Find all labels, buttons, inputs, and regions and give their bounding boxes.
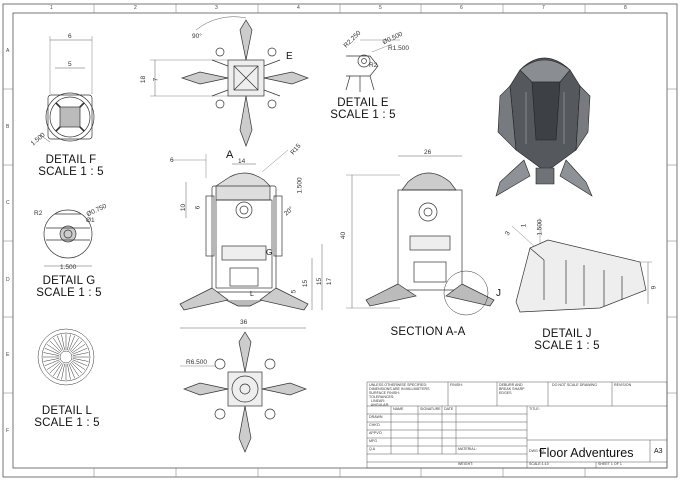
dim-g-1500: 1.500 — [60, 264, 77, 271]
dim-bottom-r6500: R6.500 — [186, 359, 207, 366]
detail-l-name: DETAIL L — [41, 405, 93, 417]
zone-col-4-top: 4 — [297, 5, 300, 11]
dim-j-1500: 1.500 — [536, 219, 544, 236]
zone-row-b: B — [6, 124, 10, 130]
dim-front-15: 15 — [316, 277, 324, 286]
tb-do-not-scale: DO NOT SCALE DRAWING — [552, 383, 597, 387]
dim-f-5: 5 — [68, 61, 72, 68]
zone-row-f: F — [6, 428, 10, 434]
detail-g-label: DETAIL G SCALE 1 : 5 — [24, 275, 114, 299]
tb-col-date: DATE — [444, 407, 454, 411]
dim-f-6: 6 — [68, 33, 72, 40]
tb-finish: FINISH: — [450, 383, 463, 387]
dim-front-14: 14 — [238, 158, 246, 165]
dim-e-r2: R2 — [369, 62, 378, 69]
dim-front-6: 6 — [170, 157, 174, 164]
detail-e-name: DETAIL E — [337, 97, 389, 109]
section-aa-name: SECTION A-A — [390, 326, 466, 338]
detail-f-name: DETAIL F — [45, 154, 97, 166]
dim-top-18: 18 — [140, 75, 148, 84]
tb-row-chkd: CHK'D — [369, 423, 380, 427]
zone-row-a: A — [6, 48, 10, 54]
dim-top-7: 7 — [152, 77, 160, 82]
detail-j-name: DETAIL J — [542, 328, 592, 340]
zone-row-e: E — [6, 352, 10, 358]
dim-sec-26: 26 — [424, 149, 432, 156]
detail-f-label: DETAIL F SCALE 1 : 5 — [26, 154, 116, 178]
detail-l-scale: SCALE 1 : 5 — [34, 417, 100, 430]
dim-front-36: 36 — [240, 319, 248, 326]
title-block — [366, 381, 668, 469]
dim-front-6b: 6 — [194, 205, 202, 210]
zone-col-5-top: 5 — [379, 5, 382, 11]
tb-deburr: DEBURR AND BREAK SHARP EDGES — [499, 383, 525, 395]
callout-l: L — [250, 291, 254, 298]
isometric-view — [495, 57, 593, 197]
dim-front-5: 5 — [290, 289, 298, 294]
dim-j-9: 9 — [650, 285, 658, 290]
zone-col-1-top: 1 — [50, 5, 53, 11]
dim-j-1: 1 — [520, 223, 528, 228]
tb-row-appvd: APPV'D — [369, 431, 382, 435]
tb-scale: SCALE:1:10 — [529, 462, 549, 466]
sheet-size: A3 — [654, 448, 663, 455]
tb-sheet: SHEET 1 OF 1 — [598, 462, 622, 466]
zone-col-7-top: 7 — [542, 5, 545, 11]
tb-notes: UNLESS OTHERWISE SPECIFIED: DIMENSIONS A… — [369, 383, 430, 407]
tb-revision: REVISION — [614, 383, 632, 387]
tb-row-drawn: DRAWN — [369, 415, 383, 419]
detail-j-view — [511, 218, 652, 313]
tb-weight: WEIGHT: — [458, 462, 473, 466]
detail-f-view — [39, 36, 95, 143]
detail-j-label: DETAIL J SCALE 1 : 5 — [522, 328, 612, 352]
bottom-view — [180, 331, 307, 453]
tb-row-mfg: MFG — [369, 439, 377, 443]
zone-row-d: D — [6, 277, 10, 283]
detail-g-scale: SCALE 1 : 5 — [36, 287, 102, 300]
detail-j-scale: SCALE 1 : 5 — [534, 340, 600, 353]
tb-col-signature: SIGNATURE — [420, 407, 441, 411]
dim-g-d1: Ø1 — [86, 217, 95, 224]
tb-dwg-no: DWG NO. — [529, 449, 546, 453]
callout-g: G — [266, 248, 273, 257]
dim-front-10: 10 — [180, 203, 188, 212]
callout-j: J — [496, 288, 501, 299]
dim-front-15b: 15 — [302, 279, 310, 288]
detail-l-label: DETAIL L SCALE 1 : 5 — [22, 405, 112, 429]
zone-col-3-top: 3 — [215, 5, 218, 11]
section-aa-view — [346, 155, 495, 316]
dim-top-90: 90° — [192, 33, 202, 40]
zone-col-8-top: 8 — [624, 5, 627, 11]
tb-material: MATERIAL: — [458, 447, 477, 451]
tb-col-name: NAME — [393, 407, 404, 411]
detail-g-view — [43, 209, 93, 267]
zone-col-6-top: 6 — [460, 5, 463, 11]
zone-row-c: C — [6, 200, 10, 206]
zone-col-2-top: 2 — [134, 5, 137, 11]
callout-a: A — [226, 149, 234, 161]
section-aa-label: SECTION A-A — [378, 326, 478, 338]
detail-l-view — [37, 328, 95, 386]
detail-g-name: DETAIL G — [42, 275, 96, 287]
tb-row-qa: Q.A — [369, 447, 376, 451]
detail-f-scale: SCALE 1 : 5 — [38, 166, 104, 179]
detail-e-label: DETAIL E SCALE 1 : 5 — [318, 97, 408, 121]
dim-g-r2: R2 — [34, 210, 43, 217]
zone-ticks — [3, 4, 677, 477]
front-view — [172, 149, 323, 329]
top-view — [150, 16, 309, 147]
detail-e-scale: SCALE 1 : 5 — [330, 109, 396, 122]
detail-e-view — [345, 39, 400, 92]
tb-title-label: TITLE: — [529, 407, 540, 411]
callout-e: E — [286, 51, 293, 62]
dim-front-1500: 1.500 — [296, 177, 304, 194]
dim-e-r1500: R1.500 — [388, 45, 409, 52]
drawing-title: Floor Adventures — [539, 446, 634, 460]
dim-sec-40: 40 — [340, 231, 348, 240]
dim-front-17: 17 — [326, 277, 334, 286]
